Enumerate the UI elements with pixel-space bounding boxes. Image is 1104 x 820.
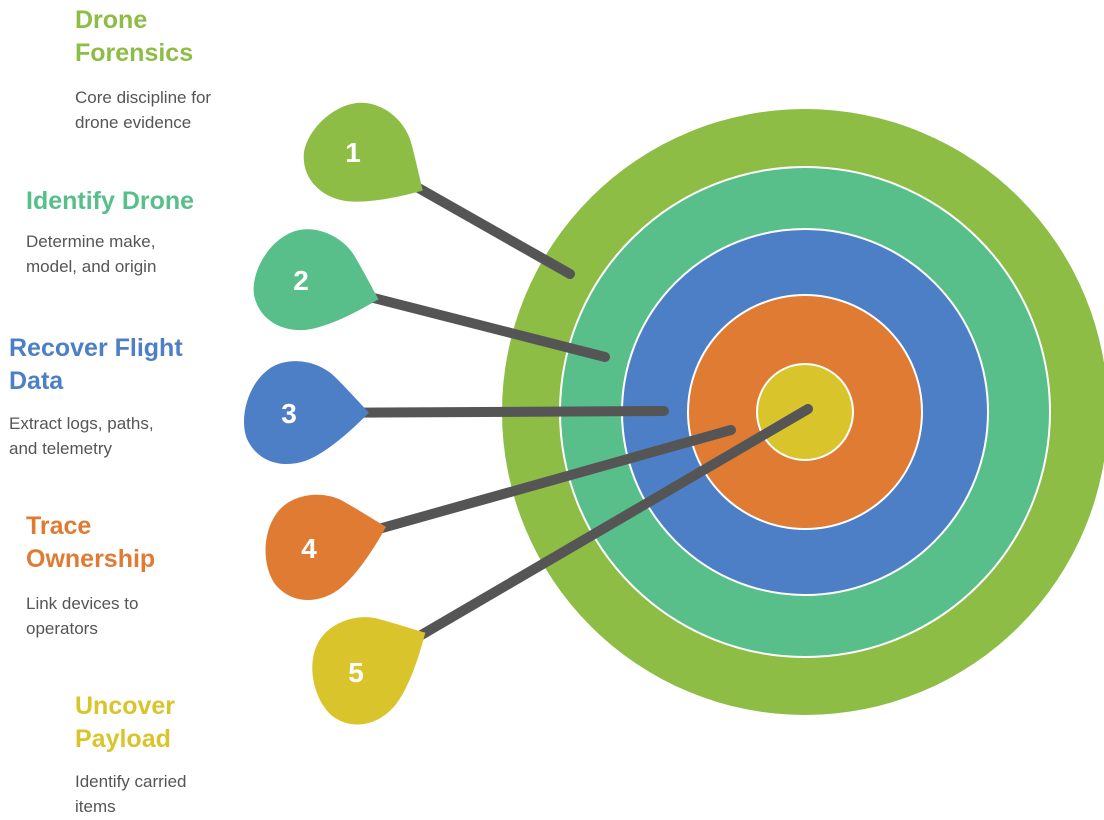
step-description-2: Determine make, [26,232,156,251]
arrow-flight-2 [253,229,379,331]
step-description-4: operators [26,619,98,638]
step-description-2: model, and origin [26,257,157,276]
arrow-shaft-5 [393,404,813,654]
step-title-5: Payload [75,725,171,753]
step-description-1: Core discipline for [75,88,212,107]
step-number-5: 5 [348,657,364,688]
step-description-3: Extract logs, paths, [9,414,154,433]
step-description-3: and telemetry [9,439,112,458]
flight-shape [303,102,423,202]
flight-shape [265,494,387,601]
step-title-3: Recover Flight [9,334,183,362]
arrow-flight-1 [303,102,423,202]
arrow-flight-5 [312,617,426,725]
step-description-4: Link devices to [26,594,139,613]
step-number-1: 1 [345,137,361,168]
step-description-1: drone evidence [75,113,192,132]
flight-shape [312,617,426,725]
arrow-flight-3 [244,361,369,464]
arrow-flight-4 [265,494,387,601]
step-number-4: 4 [301,533,317,564]
step-number-2: 2 [293,265,309,296]
step-title-4: Ownership [26,545,156,573]
arrow-shaft-2 [338,285,610,362]
step-title-4: Trace [26,512,92,540]
step-title-1: Drone [75,6,148,34]
flight-shape [253,229,379,331]
step-description-5: items [75,797,116,816]
step-title-2: Identify Drone [26,187,195,215]
arrow-shaft-3 [326,406,669,418]
arrow-shaft-4 [346,425,736,542]
step-title-3: Data [9,367,64,395]
step-number-3: 3 [281,398,297,429]
step-description-5: Identify carried [75,772,187,791]
arrow-shaft-1 [390,169,575,279]
step-title-5: Uncover [75,692,176,720]
step-title-1: Forensics [75,39,194,67]
flight-shape [244,361,369,464]
